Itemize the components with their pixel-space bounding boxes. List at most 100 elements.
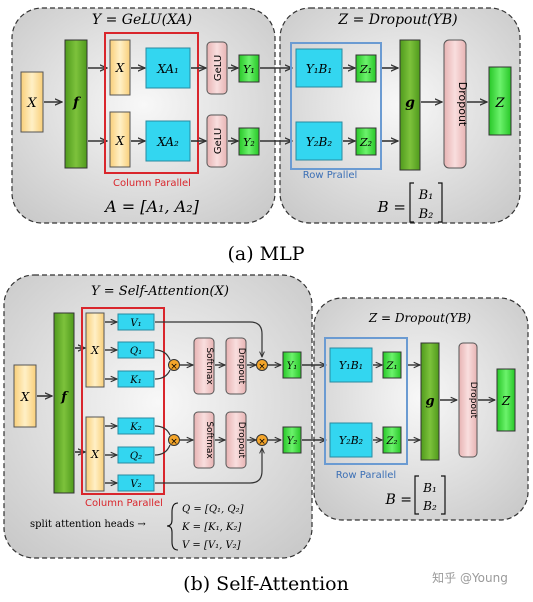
mlp-y2: [238, 127, 260, 156]
mlp-z1: [355, 54, 377, 83]
attn-dropout-top-label: Dropout: [236, 348, 246, 385]
attn-right-title: Z = Dropout(YB): [368, 311, 471, 325]
attn-q1: [117, 341, 155, 359]
attn-k-equation: K = [K₁, K₂]: [181, 522, 241, 533]
attn-softmax-top: [193, 337, 215, 395]
attn-split-heads-label: split attention heads →: [30, 519, 146, 530]
mlp-y1b1-label: Y₁B₁: [306, 62, 332, 76]
attn-v2: [117, 474, 155, 492]
mlp-b2: B₂: [418, 207, 434, 222]
attn-dropout-bottom: [225, 411, 247, 469]
attn-x-top: [85, 312, 105, 388]
attn-q1-label: Q₁: [130, 346, 142, 357]
attn-input-x: [13, 364, 37, 428]
attn-k2-label: K₂: [129, 422, 141, 433]
mlp-right-title: Z = Dropout(YB): [337, 12, 457, 28]
attn-row-parallel-box: [324, 337, 408, 465]
attn-multiply-glyph: ×: [170, 437, 178, 447]
attn-input-x-label: X: [20, 390, 30, 404]
attn-g-block: [420, 342, 440, 461]
mlp-y2b2-label: Y₂B₂: [306, 135, 333, 149]
attn-multiply-glyph: ×: [258, 362, 266, 372]
mlp-y1b1: [295, 48, 343, 88]
mlp-left-title: Y = GeLU(XA): [92, 12, 192, 28]
attn-z1: [382, 351, 402, 379]
attn-dropout-right-label: Dropout: [468, 382, 478, 419]
mlp-column-parallel-box: [104, 32, 199, 174]
attn-connector: [154, 349, 171, 361]
attn-multiply-glyph: ×: [170, 362, 178, 372]
mlp-xa1-label: XA₁: [156, 62, 179, 76]
mlp-f-block: [64, 39, 88, 169]
mlp-left-panel: [11, 7, 276, 224]
attn-q2: [117, 446, 155, 464]
mlp-row-parallel-box: [290, 42, 382, 170]
mlp-b-label: B =: [377, 198, 406, 216]
attn-row-parallel-label: Row Parallel: [336, 470, 396, 481]
attn-x-bottom: [85, 416, 105, 492]
attn-z2-label: Z₂: [386, 436, 398, 447]
mlp-y1-label: Y₁: [243, 63, 255, 76]
attn-v1-label: V₁: [130, 318, 141, 329]
attn-softmax-bottom-label: Softmax: [204, 421, 214, 459]
attn-f-block: [53, 312, 75, 494]
attn-dropout-top: [225, 337, 247, 395]
watermark: 知乎 @Young: [432, 571, 508, 585]
attn-x-bottom-label: X: [90, 448, 100, 461]
mlp-z-output: [488, 66, 512, 136]
mlp-dropout: [443, 39, 467, 169]
attn-y2b2: [329, 422, 373, 458]
mlp-b-bracket-left: [409, 182, 414, 223]
attn-column-parallel-label: Column Parallel: [85, 498, 163, 509]
mlp-b-bracket-right: [438, 182, 443, 223]
mlp-xa2-label: XA₂: [156, 135, 179, 149]
attn-y2b2-label: Y₂B₂: [339, 434, 363, 447]
mlp-gelu-top: [206, 41, 228, 95]
attn-left-title: Y = Self-Attention(X): [91, 284, 229, 299]
attn-y1-label: Y₁: [287, 361, 298, 372]
attn-y2: [282, 426, 302, 454]
attn-dropout-bottom-label: Dropout: [236, 422, 246, 459]
attn-k2: [117, 417, 155, 435]
attn-k1-label: K₁: [129, 375, 141, 386]
mlp-z-label: Z: [494, 96, 505, 111]
attn-v1-path: [155, 321, 262, 357]
attn-multiply-icon: [168, 434, 180, 446]
mlp-column-parallel-label: Column Parallel: [113, 178, 191, 189]
mlp-z1-label: Z₁: [359, 63, 372, 76]
mlp-x-top-label: X: [115, 61, 125, 75]
attn-softmax-bottom: [193, 411, 215, 469]
mlp-input-x: [20, 71, 44, 133]
attn-v2-path: [155, 448, 262, 484]
attn-b-bracket-left: [414, 475, 419, 515]
attn-y1b1: [329, 347, 373, 383]
mlp-b1: B₁: [418, 188, 434, 203]
attn-multiply-glyph: ×: [258, 437, 266, 447]
attn-z1-label: Z₁: [386, 361, 398, 372]
attn-z-label: Z: [501, 394, 511, 408]
mlp-caption: (a) MLP: [227, 243, 304, 265]
mlp-input-x-label: X: [26, 96, 37, 111]
attn-b-label: B =: [385, 492, 412, 508]
mlp-y1: [238, 54, 260, 83]
mlp-y2-label: Y₂: [243, 136, 255, 149]
attn-multiply-icon: [168, 359, 180, 371]
attn-v-equation: V = [V₁, V₂]: [182, 540, 241, 551]
attn-z2: [382, 426, 402, 454]
attn-connector: [154, 369, 171, 380]
mlp-dropout-label: Dropout: [456, 82, 469, 127]
attn-split-brace: [166, 502, 179, 551]
mlp-f-label: f: [72, 95, 82, 111]
mlp-gelu-bottom: [206, 114, 228, 168]
mlp-xa1: [145, 47, 191, 89]
attn-g-label: g: [425, 394, 434, 409]
attn-dropout-right: [458, 342, 478, 458]
mlp-row-parallel-label: Row Prallel: [303, 170, 358, 181]
attn-y1: [282, 351, 302, 379]
attn-left-panel: [3, 274, 313, 559]
attn-q2-label: Q₂: [130, 451, 142, 462]
attn-b1: B₁: [422, 481, 437, 495]
attn-b2: B₂: [422, 499, 437, 513]
mlp-z2-label: Z₂: [359, 136, 372, 149]
